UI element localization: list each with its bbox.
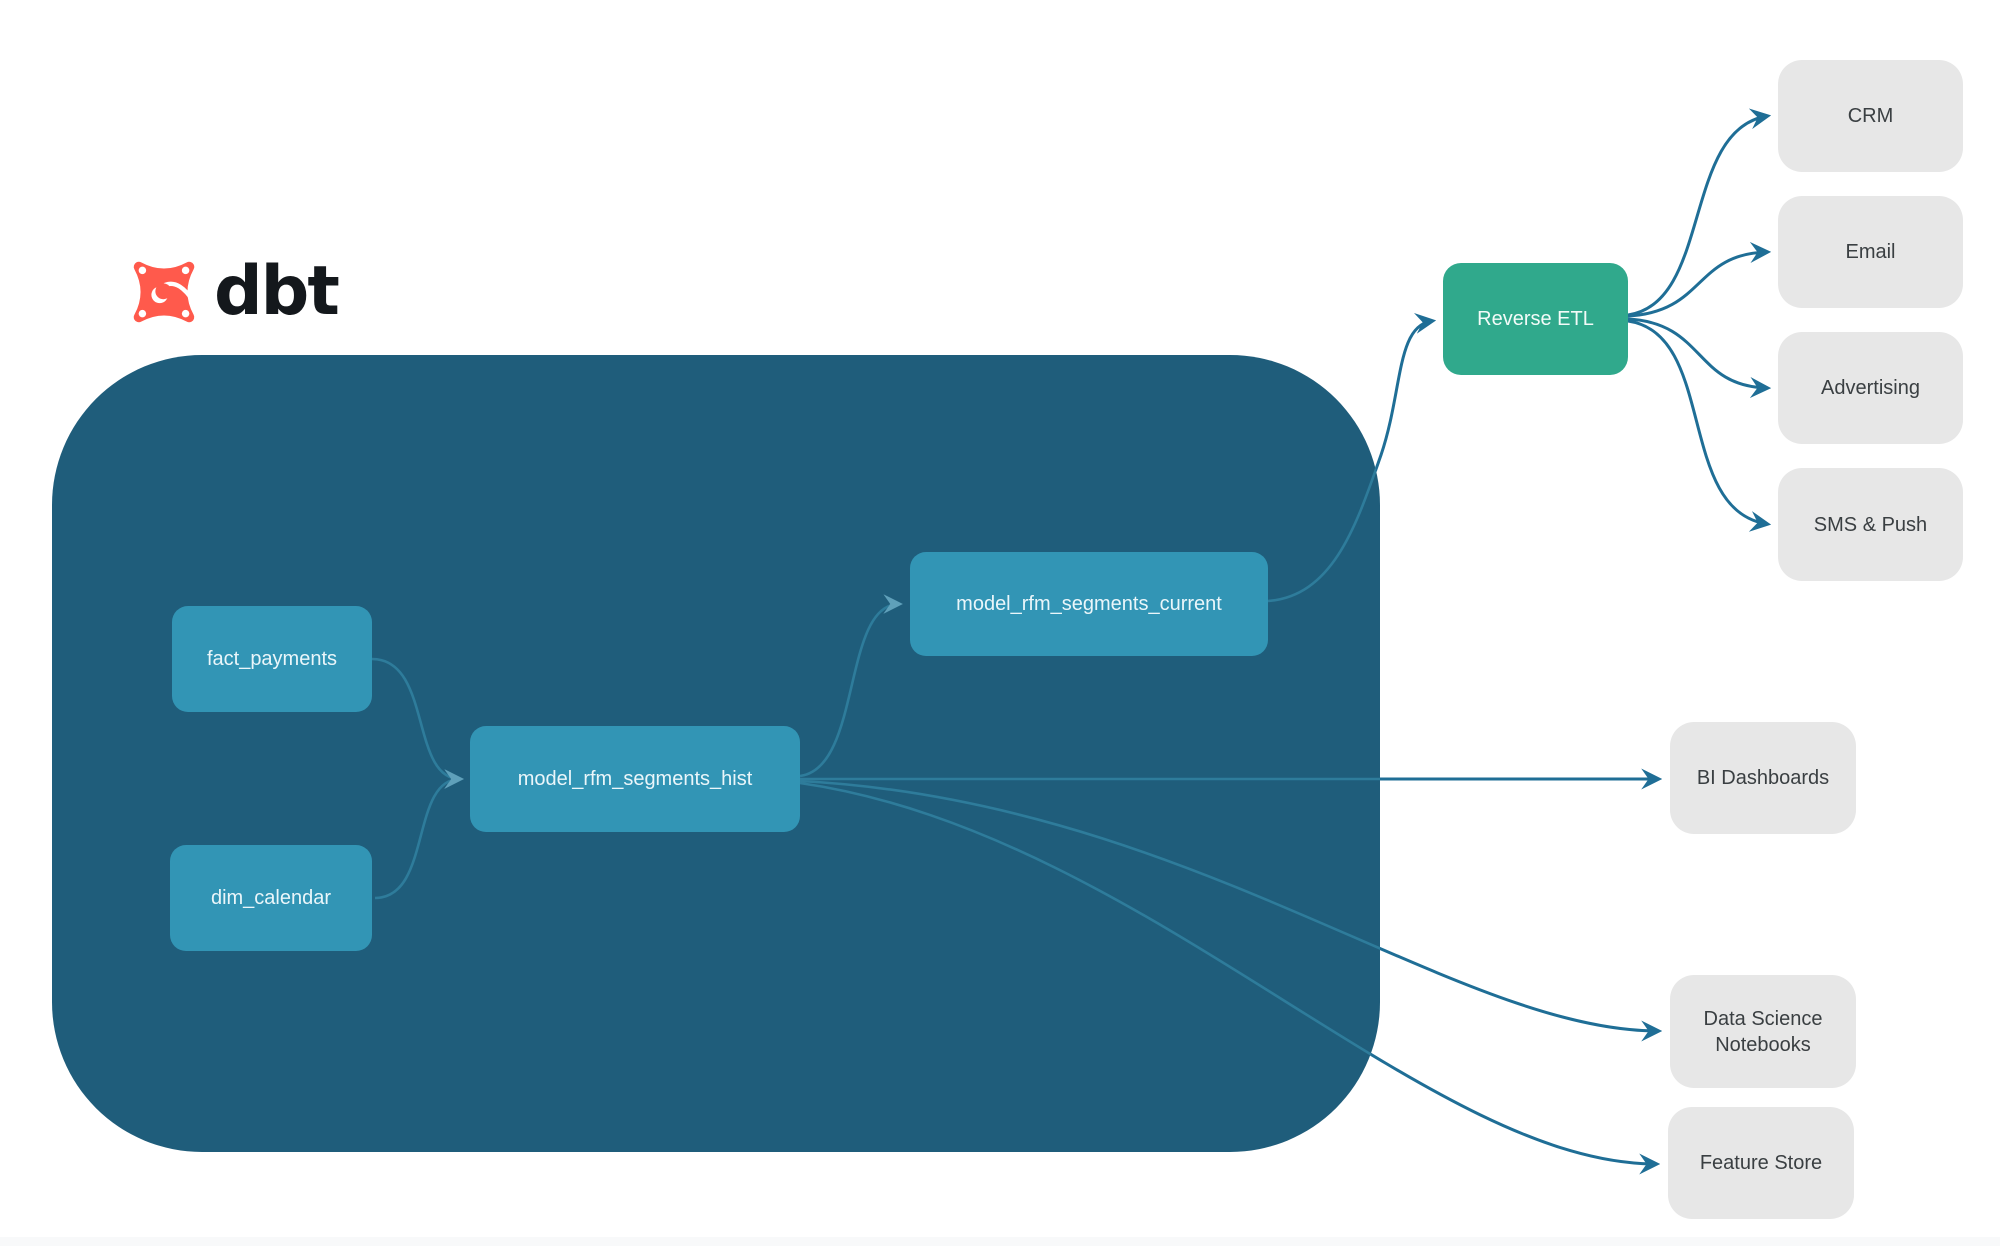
node-crm: CRM [1778,60,1963,172]
node-data-science-notebooks-label: Data Science Notebooks [1703,1007,1823,1056]
edge-reverse-etl-to-advertising [1626,317,1769,390]
node-sms-push-label: SMS & Push [1813,513,1928,536]
node-model-rfm-segments-hist-label: model_rfm_segments_hist [517,768,753,790]
node-bi-dashboards: BI Dashboards [1670,722,1856,834]
node-email-label: Email [1845,241,1896,263]
dbt-logo: dbt [128,252,340,331]
node-dim-calendar: dim_calendar [170,845,372,951]
node-dim-calendar-label: dim_calendar [210,887,332,909]
node-model-rfm-segments-hist: model_rfm_segments_hist [470,726,800,832]
node-fact-payments: fact_payments [172,606,372,712]
dbt-logo-icon [133,261,196,323]
node-advertising: Advertising [1778,332,1963,444]
dbt-wordmark: dbt [214,252,340,331]
node-model-rfm-segments-current-label: model_rfm_segments_current [956,593,1222,615]
node-feature-store-label: Feature Store [1699,1152,1823,1174]
node-feature-store: Feature Store [1668,1107,1854,1219]
node-email: Email [1778,196,1963,308]
node-bi-dashboards-label: BI Dashboards [1696,767,1830,789]
node-sms-push: SMS & Push [1778,468,1963,581]
bottom-shadow-strip [0,1237,2000,1246]
edge-reverse-etl-to-crm [1626,114,1769,317]
node-model-rfm-segments-current: model_rfm_segments_current [910,552,1268,656]
node-reverse-etl: Reverse ETL [1443,263,1628,375]
node-advertising-label: Advertising [1821,377,1920,399]
node-data-science-notebooks: Data Science Notebooks [1670,975,1856,1088]
node-crm-label: CRM [1847,105,1894,127]
node-reverse-etl-label: Reverse ETL [1477,308,1594,330]
node-fact-payments-label: fact_payments [206,648,338,670]
edge-reverse-etl-to-sms-push [1626,319,1769,526]
edge-reverse-etl-to-email [1626,250,1769,318]
